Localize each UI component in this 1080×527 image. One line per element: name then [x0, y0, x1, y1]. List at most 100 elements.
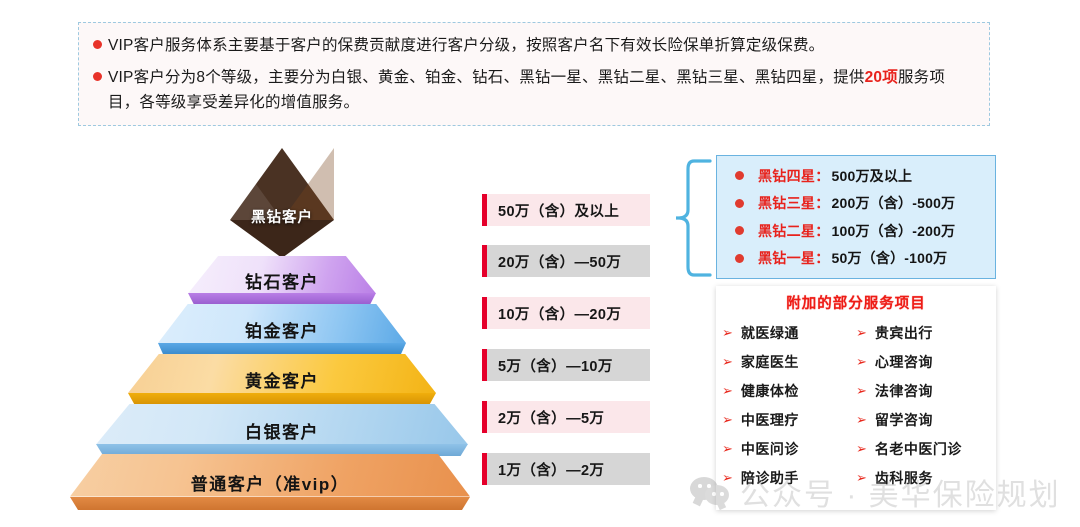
tier-value: 100万（含）-200万 [831, 222, 956, 239]
arrow-right-icon: ➢ [856, 412, 867, 427]
amount-range-1: 50万（含）及以上 [482, 194, 650, 226]
diamond-left-sheen-icon [230, 148, 282, 220]
service-item[interactable]: ➢ 留学咨询 [856, 405, 990, 434]
amount-range-label: 50万（含）及以上 [498, 203, 620, 220]
arrow-right-icon: ➢ [722, 470, 733, 485]
service-label: 齿科服务 [874, 469, 933, 486]
pyramid-level-black-diamond[interactable]: 黑钻客户 [230, 148, 334, 258]
curly-brace-icon [674, 158, 716, 278]
service-item[interactable]: ➢ 就医绿通 [722, 318, 856, 347]
diamond-top-facet-icon [230, 148, 334, 220]
customer-tier-pyramid: 黑钻客户 钻石客户 铂金客户 黄金客户 白银客户 [70, 148, 470, 510]
service-label: 就医绿通 [740, 324, 799, 341]
amount-accent-bar [482, 453, 487, 485]
service-item[interactable]: ➢ 贵宾出行 [856, 318, 990, 347]
arrow-right-icon: ➢ [722, 354, 733, 369]
bullet-dot-icon [93, 72, 102, 81]
service-item[interactable]: ➢ 健康体检 [722, 376, 856, 405]
services-grid: ➢ 就医绿通 ➢ 贵宾出行 ➢ 家庭医生 ➢ 心理咨询 ➢ 健康体检 ➢ 法律咨… [716, 318, 996, 492]
slab-face [188, 256, 376, 294]
arrow-right-icon: ➢ [856, 325, 867, 340]
tier-value: 500万及以上 [831, 167, 913, 184]
bullet-dot-icon [735, 198, 744, 208]
black-diamond-row: 黑钻四星： 500万及以上 [717, 162, 995, 190]
pyramid-label-diamond: 钻石客户 [245, 272, 319, 292]
slab-face [70, 454, 470, 497]
amount-range-5: 2万（含）—5万 [482, 401, 650, 433]
summary-note-box: VIP客户服务体系主要基于客户的保费贡献度进行客户分级，按照客户名下有效长险保单… [78, 22, 990, 126]
pyramid-label-silver: 白银客户 [245, 422, 319, 442]
service-label: 贵宾出行 [874, 324, 933, 341]
services-title: 附加的部分服务项目 [786, 296, 926, 312]
amount-range-4: 5万（含）—10万 [482, 349, 650, 381]
note-text-1: VIP客户服务体系主要基于客户的保费贡献度进行客户分级，按照客户名下有效长险保单… [108, 37, 825, 54]
amount-accent-bar [482, 297, 487, 329]
service-item[interactable]: ➢ 中医问诊 [722, 434, 856, 463]
service-item[interactable]: ➢ 名老中医门诊 [856, 434, 990, 463]
service-item[interactable]: ➢ 中医理疗 [722, 405, 856, 434]
pyramid-level-silver[interactable]: 白银客户 [96, 404, 468, 456]
amount-range-label: 10万（含）—20万 [498, 306, 622, 323]
amount-accent-bar [482, 401, 487, 433]
amount-range-label: 2万（含）—5万 [498, 410, 605, 427]
service-label: 留学咨询 [874, 411, 933, 428]
service-label: 家庭医生 [740, 353, 799, 370]
pyramid-label-gold: 黄金客户 [245, 371, 319, 391]
arrow-right-icon: ➢ [856, 383, 867, 398]
arrow-right-icon: ➢ [722, 383, 733, 398]
bullet-dot-icon [735, 171, 744, 181]
pyramid-label-black-diamond: 黑钻客户 [251, 210, 313, 226]
slab-face [158, 304, 406, 343]
wechat-eye-dot [698, 484, 702, 488]
service-item[interactable]: ➢ 法律咨询 [856, 376, 990, 405]
service-item[interactable]: ➢ 齿科服务 [856, 463, 990, 492]
note-text-2: VIP客户分为8个等级，主要分为白银、黄金、铂金、钻石、黑钻一星、黑钻二星、黑钻… [108, 65, 975, 115]
wechat-eye-dot [707, 484, 711, 488]
tier-name: 黑钻三星： [758, 195, 830, 212]
service-label: 中医问诊 [740, 440, 799, 457]
service-label: 陪诊助手 [740, 469, 799, 486]
wechat-bubble-large [690, 477, 718, 500]
pyramid-label-platinum: 铂金客户 [245, 321, 319, 341]
black-diamond-row: 黑钻二星： 100万（含）-200万 [717, 217, 995, 245]
service-label: 健康体检 [740, 382, 799, 399]
slab-face [128, 354, 436, 393]
slab-face [96, 404, 468, 445]
amount-accent-bar [482, 194, 487, 226]
slab-edge [128, 393, 436, 404]
service-item[interactable]: ➢ 心理咨询 [856, 347, 990, 376]
tier-value: 50万（含）-100万 [831, 250, 948, 267]
wechat-eye-dot [712, 492, 716, 496]
tier-value: 200万（含）-500万 [831, 195, 956, 212]
pyramid-level-diamond[interactable]: 钻石客户 [188, 256, 376, 304]
amount-accent-bar [482, 245, 487, 277]
pyramid-label-ordinary: 普通客户（准vip） [190, 474, 350, 494]
slab-edge [96, 444, 468, 456]
note-bullet-row: VIP客户分为8个等级，主要分为白银、黄金、铂金、钻石、黑钻一星、黑钻二星、黑钻… [93, 65, 975, 115]
arrow-right-icon: ➢ [722, 325, 733, 340]
note-text-2-part2: 服务项目，各等级享受差异化的增值服务。 [108, 69, 946, 111]
amount-range-3: 10万（含）—20万 [482, 297, 650, 329]
diamond-bottom-facet-icon [230, 220, 334, 258]
service-label: 心理咨询 [874, 353, 933, 370]
pyramid-level-ordinary[interactable]: 普通客户（准vip） [70, 454, 470, 510]
bullet-dot-icon [93, 40, 102, 49]
tier-name: 黑钻二星： [758, 222, 830, 239]
arrow-right-icon: ➢ [856, 354, 867, 369]
slab-edge [70, 497, 470, 510]
bullet-dot-icon [735, 253, 744, 263]
slab-edge [158, 343, 406, 354]
tier-name: 黑钻四星： [758, 167, 830, 184]
note-bullet-row: VIP客户服务体系主要基于客户的保费贡献度进行客户分级，按照客户名下有效长险保单… [93, 33, 975, 58]
service-label: 法律咨询 [874, 382, 933, 399]
amount-range-label: 20万（含）—50万 [498, 254, 622, 271]
arrow-right-icon: ➢ [856, 470, 867, 485]
pyramid-level-gold[interactable]: 黄金客户 [128, 354, 436, 404]
pyramid-level-platinum[interactable]: 铂金客户 [158, 304, 406, 354]
black-diamond-row: 黑钻三星： 200万（含）-500万 [717, 190, 995, 218]
bullet-dot-icon [735, 226, 744, 236]
service-item[interactable]: ➢ 家庭医生 [722, 347, 856, 376]
amount-range-2: 20万（含）—50万 [482, 245, 650, 277]
service-item[interactable]: ➢ 陪诊助手 [722, 463, 856, 492]
